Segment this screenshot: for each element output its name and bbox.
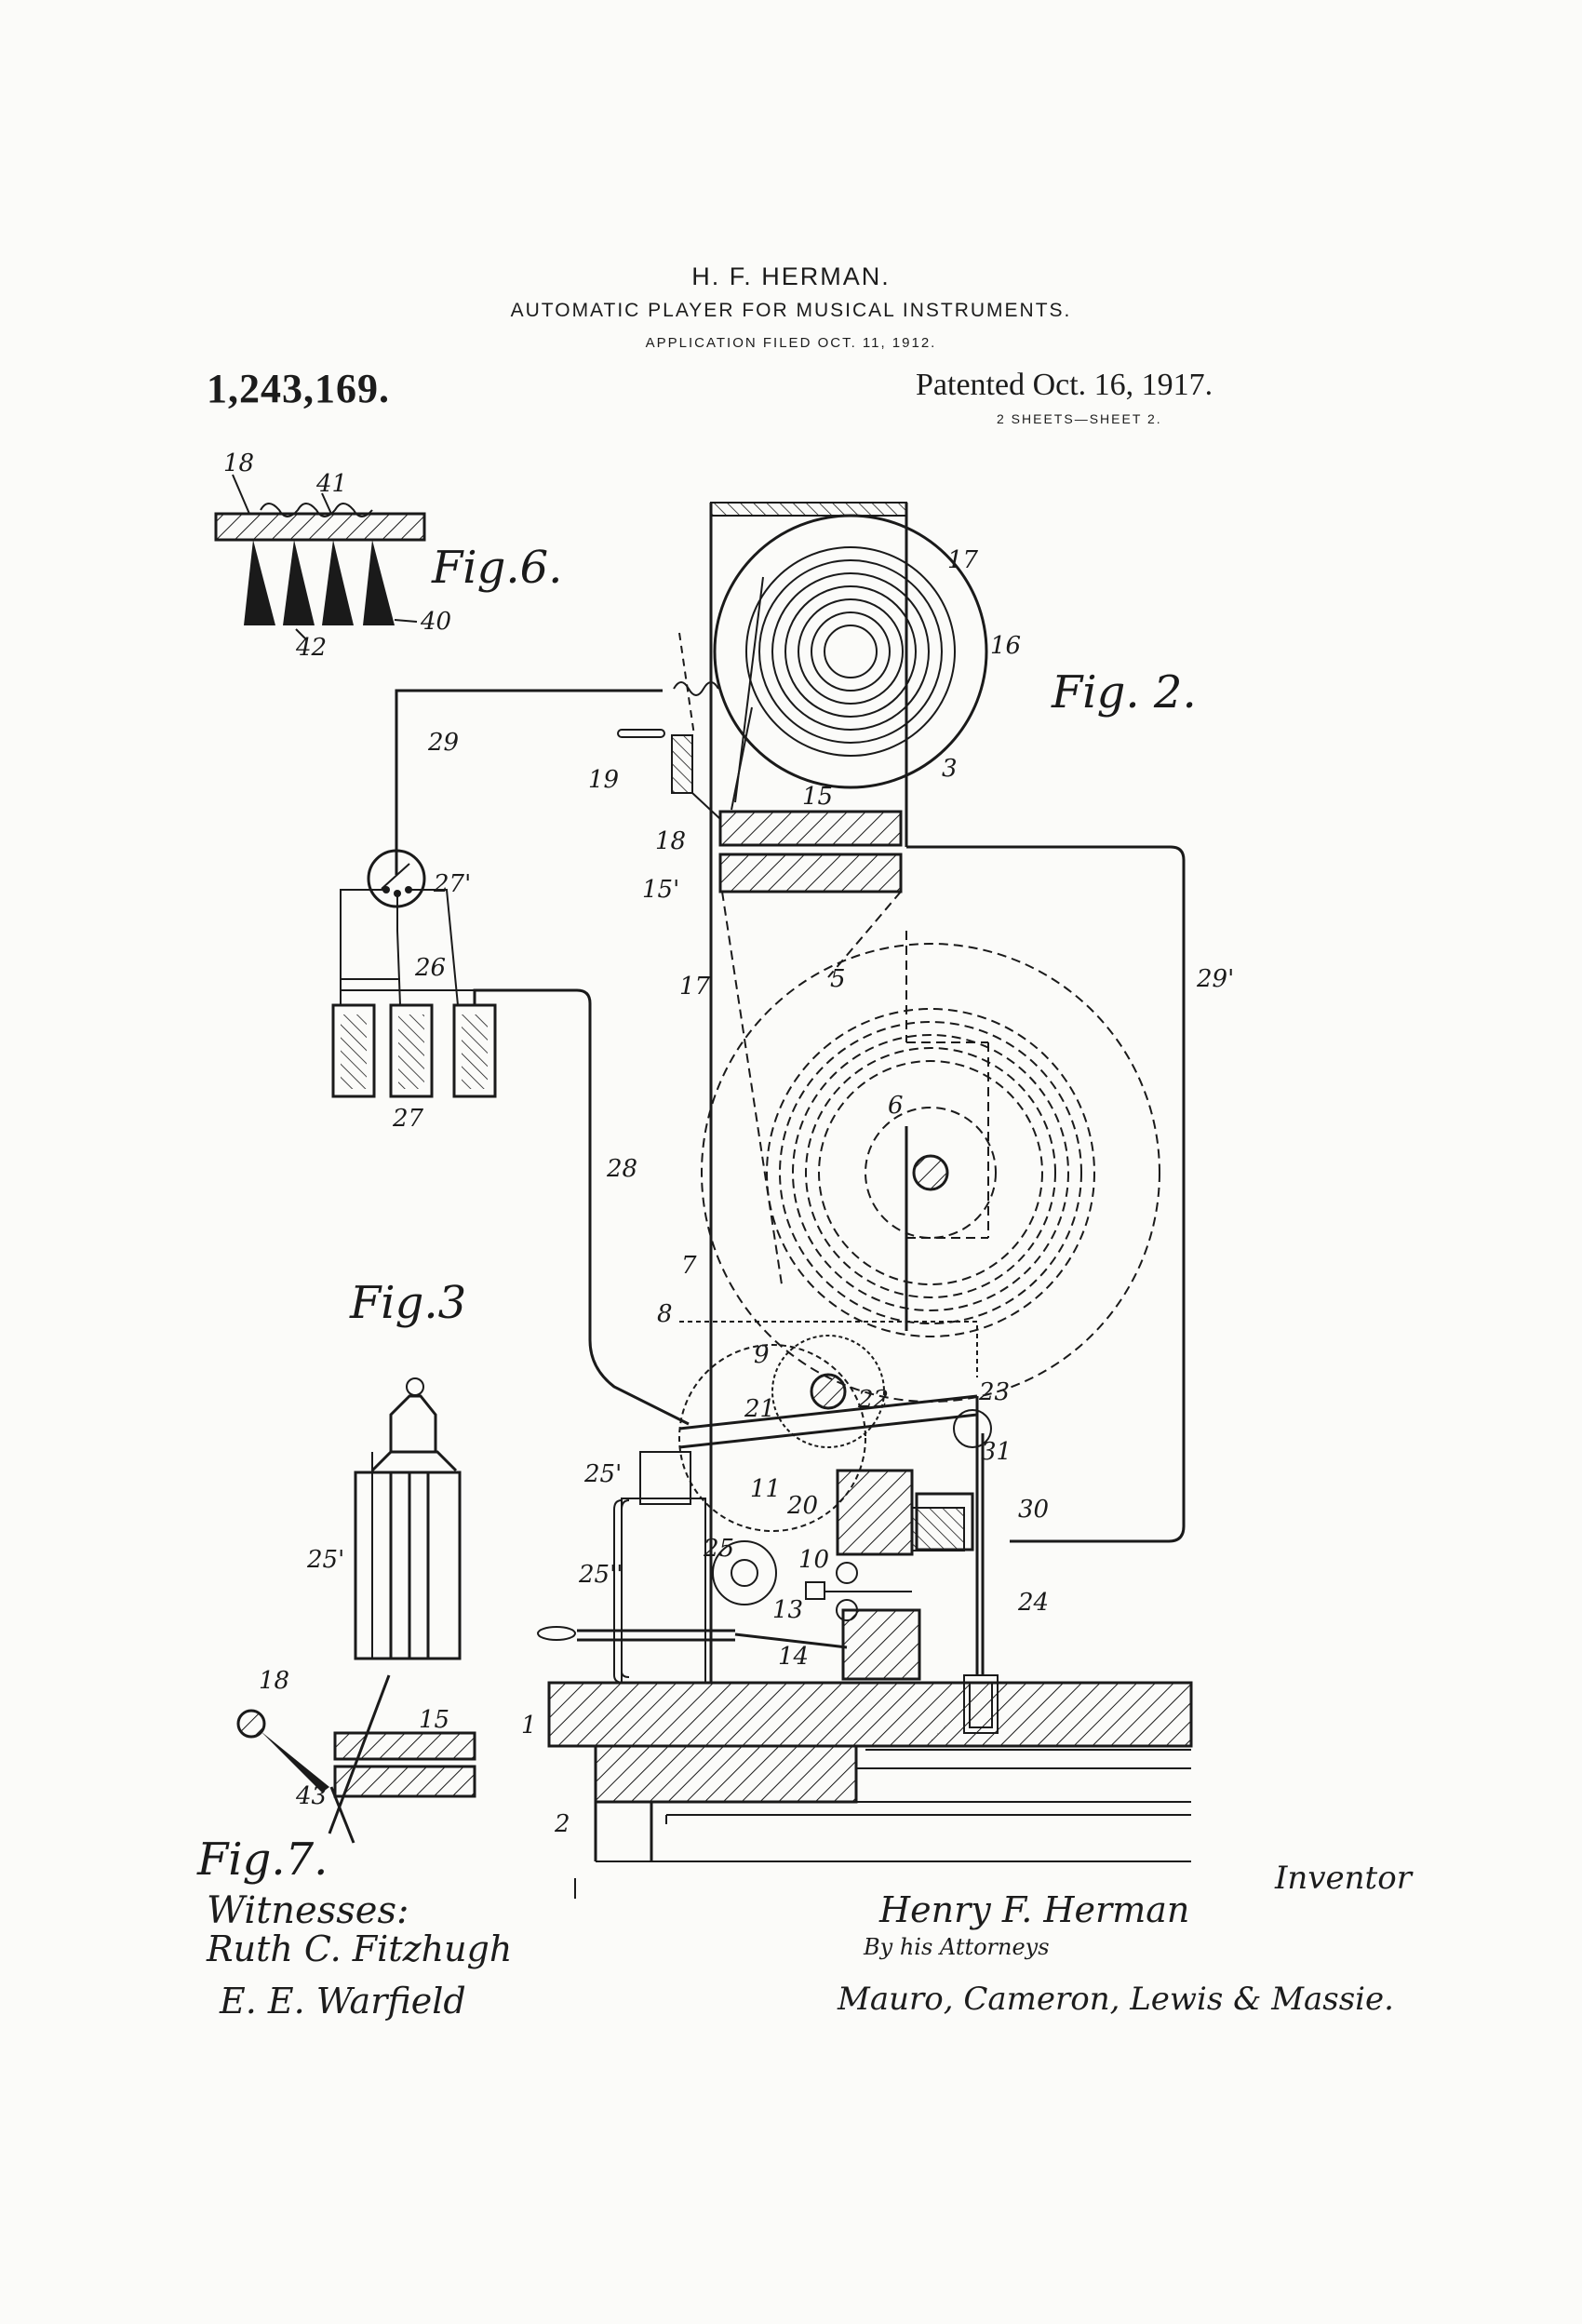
ref-25-prime-fig3: 25' [306, 1546, 344, 1574]
witness-2-signature: E. E. Warfield [220, 1981, 466, 2022]
ref-24: 24 [1017, 1589, 1049, 1617]
ref-18b: 18 [655, 827, 686, 855]
ref-18-fig7: 18 [259, 1667, 289, 1695]
ref-3: 3 [942, 755, 958, 783]
fig3-label: Fig.3 [349, 1277, 466, 1329]
ref-15: 15 [802, 783, 833, 811]
ref-22: 22 [857, 1386, 889, 1414]
patented-date: Patented Oct. 16, 1917. [916, 368, 1213, 402]
ref-40: 40 [420, 608, 451, 636]
ref-29: 29 [427, 729, 459, 757]
ref-21: 21 [744, 1395, 775, 1423]
ref-20: 20 [786, 1492, 818, 1520]
ref-15-prime: 15' [642, 876, 679, 904]
fig7-label: Fig.7. [196, 1834, 328, 1886]
ref-41: 41 [315, 470, 347, 498]
ref-17: 17 [947, 546, 979, 574]
ref-27-prime: 27' [433, 870, 471, 898]
ref-27: 27 [392, 1105, 424, 1133]
ref-29-prime: 29' [1196, 965, 1234, 993]
ref-6: 6 [888, 1092, 904, 1120]
ref-17b: 17 [679, 973, 711, 1001]
application-date: APPLICATION FILED OCT. 11, 1912. [645, 335, 937, 351]
witnesses-label: Witnesses: [207, 1889, 409, 1932]
ref-25: 25 [703, 1535, 734, 1563]
ref-18: 18 [223, 450, 254, 477]
sheet-count: 2 SHEETS—SHEET 2. [997, 411, 1162, 426]
ref-31: 31 [981, 1438, 1012, 1466]
ref-26: 26 [414, 954, 446, 982]
ref-14: 14 [778, 1643, 809, 1671]
ref-30: 30 [1018, 1496, 1049, 1524]
patent-title: AUTOMATIC PLAYER FOR MUSICAL INSTRUMENTS… [510, 300, 1072, 321]
ref-25-double-prime: 25'' [578, 1561, 623, 1589]
circuit-wiring [331, 689, 690, 1426]
ref-11: 11 [750, 1475, 781, 1503]
ref-19: 19 [588, 766, 619, 794]
attorneys-label: By his Attorneys [864, 1934, 1050, 1960]
ref-25-prime: 25' [583, 1460, 622, 1488]
ref-13: 13 [772, 1596, 803, 1624]
fig3-drawing [354, 1377, 462, 1660]
patent-number: 1,243,169. [207, 366, 390, 411]
ref-43: 43 [295, 1782, 327, 1810]
ref-10: 10 [798, 1546, 829, 1574]
fig7-drawing [236, 1674, 476, 1844]
fig6-drawing [214, 474, 426, 641]
ref-8: 8 [657, 1300, 673, 1328]
ref-16: 16 [990, 632, 1021, 660]
attorneys-signature: Mauro, Cameron, Lewis & Massie. [838, 1981, 1394, 2018]
ref-28: 28 [606, 1155, 637, 1183]
inventor-label: Inventor [1275, 1860, 1412, 1897]
ref-7: 7 [681, 1252, 697, 1280]
fig6-label: Fig.6. [431, 542, 562, 594]
fig2-label: Fig. 2. [1051, 666, 1197, 719]
ref-1: 1 [521, 1712, 537, 1740]
ref-15-fig7: 15 [419, 1706, 449, 1734]
inventor-signature: Henry F. Herman [879, 1889, 1190, 1930]
ref-42: 42 [295, 634, 327, 662]
ref-23: 23 [978, 1378, 1010, 1406]
ref-5: 5 [830, 965, 846, 993]
ref-9: 9 [754, 1341, 770, 1369]
ref-2: 2 [554, 1810, 570, 1838]
fig2-brush [617, 632, 721, 820]
witness-1-signature: Ruth C. Fitzhugh [207, 1928, 513, 1969]
inventor-name: H. F. HERMAN. [691, 262, 891, 290]
fig2-drawing [537, 502, 1193, 1899]
